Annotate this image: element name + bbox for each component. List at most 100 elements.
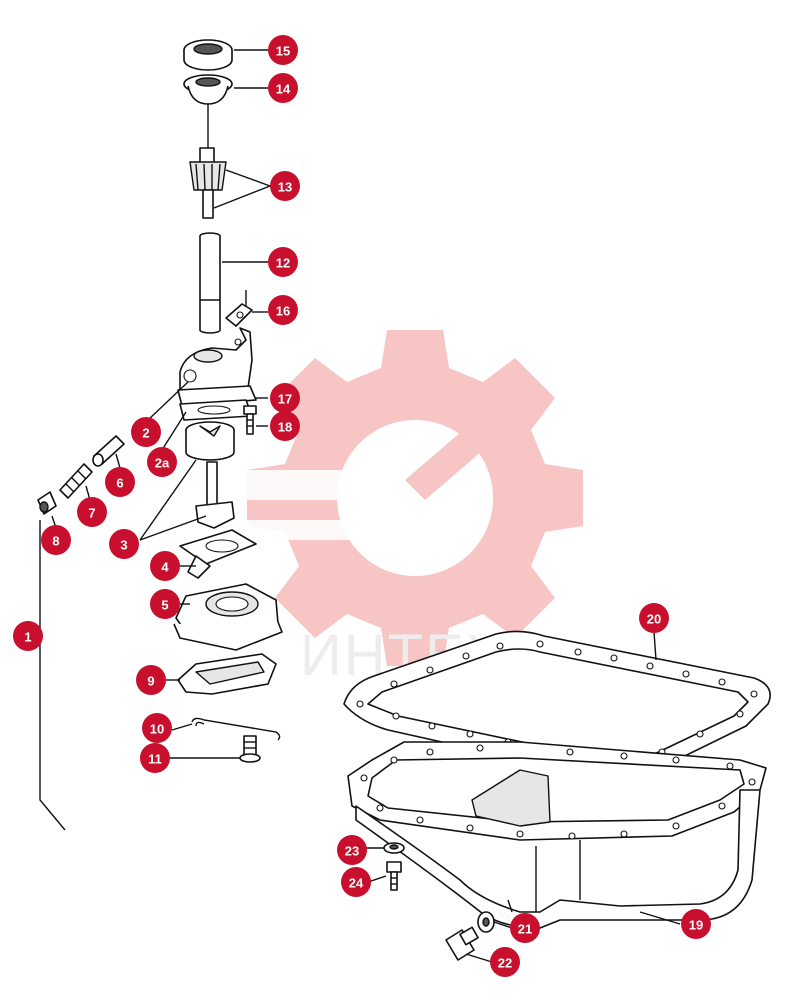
callout-circle <box>150 551 180 581</box>
part-5-strainer-housing <box>173 583 283 651</box>
callout-circle <box>268 295 298 325</box>
callout-circle <box>142 713 172 743</box>
callout-11: 11 <box>140 743 170 773</box>
part-19-oil-pan <box>347 741 767 929</box>
callout-18: 18 <box>270 411 300 441</box>
part-16-gasket <box>225 290 253 327</box>
part-12-rod <box>199 232 221 334</box>
callout-circle <box>341 867 371 897</box>
callout-5: 5 <box>150 589 180 619</box>
leader-lines <box>51 49 681 963</box>
callout-label: 13 <box>278 180 292 195</box>
callout-label: 21 <box>518 922 532 937</box>
callout-22: 22 <box>490 947 520 977</box>
part-6-fitting <box>92 435 125 467</box>
callout-label: 18 <box>278 420 292 435</box>
part-9-screen <box>177 653 277 695</box>
callout-2: 2 <box>131 417 161 447</box>
callout-9: 9 <box>136 665 166 695</box>
callout-label: 12 <box>276 256 290 271</box>
part-2-pump-body <box>177 327 257 407</box>
callout-circle <box>490 947 520 977</box>
callout-1: 1 <box>13 621 43 651</box>
callout-3: 3 <box>109 529 139 559</box>
callout-6: 6 <box>105 467 135 497</box>
callout-20: 20 <box>639 603 669 633</box>
callout-circle <box>270 171 300 201</box>
part-14-cap <box>183 74 233 150</box>
callout-16: 16 <box>268 295 298 325</box>
callout-label: 3 <box>120 538 127 553</box>
callout-circle <box>270 383 300 413</box>
callout-19: 19 <box>681 909 711 939</box>
callout-label: 2a <box>155 456 170 471</box>
part-7-spring <box>59 463 93 499</box>
callout-21: 21 <box>510 913 540 943</box>
callout-label: 22 <box>498 956 512 971</box>
callout-circle <box>268 35 298 65</box>
callout-circle <box>270 411 300 441</box>
callout-label: 20 <box>647 612 661 627</box>
callout-8: 8 <box>41 525 71 555</box>
callout-label: 16 <box>276 304 290 319</box>
part-8-plug <box>37 491 57 515</box>
part-24-bolt <box>386 861 402 891</box>
callout-circle <box>268 73 298 103</box>
callout-circle <box>105 467 135 497</box>
callout-4: 4 <box>150 551 180 581</box>
callout-10: 10 <box>142 713 172 743</box>
part-21-drain-washer <box>477 899 513 933</box>
callout-label: 9 <box>147 674 154 689</box>
callout-14: 14 <box>268 73 298 103</box>
callout-label: 15 <box>276 44 290 59</box>
callout-circle <box>109 529 139 559</box>
callout-circle <box>41 525 71 555</box>
callout-23: 23 <box>337 835 367 865</box>
part-11-bolt <box>239 735 261 763</box>
callout-circle <box>140 743 170 773</box>
callout-circle <box>268 247 298 277</box>
part-23-washer <box>383 842 405 854</box>
callout-label: 1 <box>24 630 31 645</box>
part-18-bolt <box>243 405 257 435</box>
callout-label: 8 <box>52 534 59 549</box>
part-15-seal <box>183 39 233 71</box>
callout-label: 5 <box>161 598 168 613</box>
callout-12: 12 <box>268 247 298 277</box>
callout-label: 7 <box>88 506 95 521</box>
callout-circle <box>510 913 540 943</box>
callout-13: 13 <box>270 171 300 201</box>
callout-circle <box>136 665 166 695</box>
callout-label: 11 <box>148 752 162 767</box>
callout-2a: 2a <box>147 447 177 477</box>
callout-circle <box>77 497 107 527</box>
part-3-rotor <box>185 421 235 529</box>
callout-circle <box>337 835 367 865</box>
callout-circle <box>639 603 669 633</box>
callout-label: 2 <box>142 426 149 441</box>
callout-circle <box>150 589 180 619</box>
callout-circle <box>147 447 177 477</box>
part-22-drain-plug <box>445 926 479 961</box>
callout-label: 4 <box>161 560 169 575</box>
watermark-gear-icon <box>247 330 583 666</box>
callout-label: 17 <box>278 392 292 407</box>
callout-24: 24 <box>341 867 371 897</box>
part-2a-plate <box>179 399 253 421</box>
callout-circle <box>13 621 43 651</box>
part-1-line <box>39 520 66 831</box>
callout-7: 7 <box>77 497 107 527</box>
callout-label: 24 <box>349 876 364 891</box>
callout-label: 14 <box>276 82 291 97</box>
callout-label: 6 <box>116 476 123 491</box>
callout-circle <box>681 909 711 939</box>
callout-15: 15 <box>268 35 298 65</box>
callout-circle <box>131 417 161 447</box>
callout-label: 23 <box>345 844 359 859</box>
callout-label: 10 <box>150 722 164 737</box>
callout-17: 17 <box>270 383 300 413</box>
part-4-pickup-flange <box>179 529 257 579</box>
part-10-wire-clip <box>191 717 281 741</box>
callout-label: 19 <box>689 918 703 933</box>
